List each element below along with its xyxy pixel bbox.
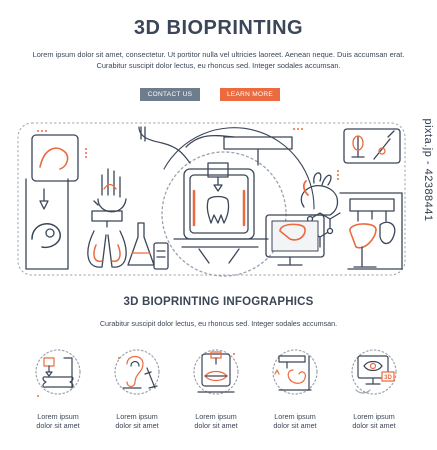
feature-item-1: Lorem ipsum dolor sit amet [18,344,98,444]
feature-item-5: 3D Lorem ipsum dolor sit amet [334,344,414,444]
tooth-printer-icon [173,162,269,264]
flask-icon [127,222,169,270]
page-title: 3D BIOPRINTING [133,17,304,39]
ear-syringe-icon [114,349,160,395]
lungs-printer-icon [87,210,127,268]
lab-tool-icon [343,128,401,164]
watermark: pixta.jp - 42388441 [421,15,435,325]
feature-caption-2: Lorem ipsum dolor sit amet [115,412,159,430]
rabbit-icon [300,172,339,216]
feature-item-3: Lorem ipsum dolor sit amet [176,344,256,444]
feature-caption-1: Lorem ipsum dolor sit amet [36,412,80,430]
center-arc [163,127,315,210]
contact-us-button[interactable]: CONTACT US [140,88,200,101]
infographics-title: 3D BIOPRINTING INFOGRAPHICS [123,296,314,308]
center-ring [161,151,287,277]
bone-printing-icon [35,349,81,397]
bioprinting-illustration [17,122,406,277]
stomach-printing-icon [272,349,318,395]
hand-icon [93,168,127,213]
accent-dots [37,128,339,180]
watermark-text: pixta.jp - 42388441 [422,118,434,222]
learn-more-button[interactable]: LEARN MORE [220,88,280,101]
feature-caption-4: Lorem ipsum dolor sit amet [273,412,317,430]
3d-badge-label: 3D [384,375,392,381]
illustration-dotted-frame [17,122,406,276]
left-printer-icon [25,134,79,270]
feature-item-2: Lorem ipsum dolor sit amet [97,344,177,444]
monitor-icon [265,214,325,266]
monitor-3d-icon: 3D [351,349,397,395]
intro-line-1: Lorem ipsum dolor sit amet, consectetur.… [32,50,405,59]
feature-caption-5: Lorem ipsum dolor sit amet [352,412,396,430]
infographics-subtitle: Curabitur suscipit dolor lectus, eu rhon… [99,319,338,328]
intro-line-2: Curabitur suscipit dolor lectus, eu rhon… [96,61,341,70]
feed-tube [138,126,191,164]
feature-item-4: Lorem ipsum dolor sit amet [255,344,335,444]
lips-printing-icon [193,349,239,395]
intro-text: Lorem ipsum dolor sit amet, consectetur.… [20,49,417,71]
printer-arm-icon [185,134,293,166]
liver-printer-icon [339,192,403,270]
feature-caption-3: Lorem ipsum dolor sit amet [194,412,238,430]
